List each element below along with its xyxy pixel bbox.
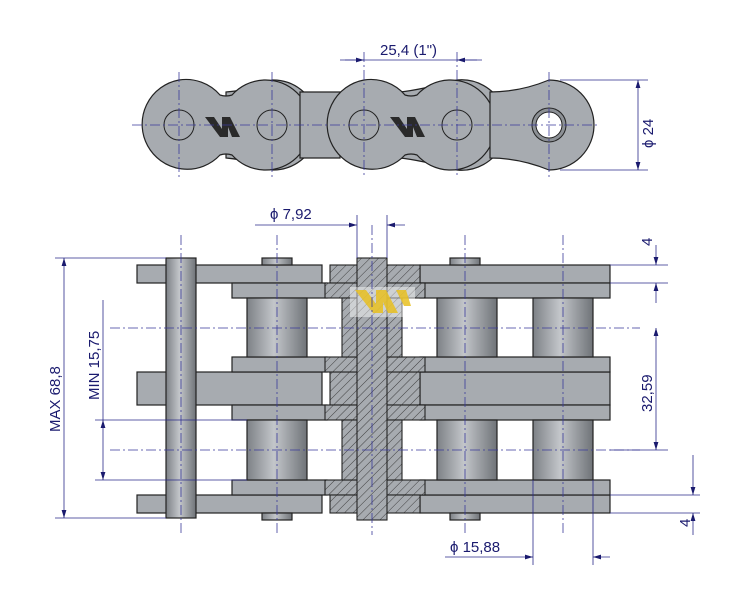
- w-logo-icon: [390, 117, 425, 137]
- chain-top-view: ϕ 7,92 4 32,59 4 MAX 68,8 MIN 15,75 ϕ 15…: [47, 206, 700, 565]
- roller-diameter-label: ϕ 15,88: [450, 539, 500, 556]
- transverse-pitch-label: 32,59: [639, 374, 656, 412]
- inner-plate: [231, 282, 328, 299]
- inner-plate: [419, 404, 611, 421]
- top-plate-thickness-label: 4: [639, 238, 656, 246]
- outer-plate: [136, 264, 323, 284]
- max-width-label: MAX 68,8: [47, 366, 64, 432]
- chain-side-view: 25,4 (1") ϕ 24: [132, 42, 657, 178]
- w-logo-icon: [355, 290, 411, 313]
- bottom-plate-thickness-label: 4: [677, 519, 694, 527]
- plate-height-label: ϕ 24: [640, 119, 657, 148]
- inner-plate: [419, 479, 611, 496]
- inner-plate: [419, 282, 611, 299]
- inner-plate: [419, 356, 611, 373]
- min-width-label: MIN 15,75: [86, 331, 103, 400]
- outer-plate: [419, 264, 611, 284]
- pin-diameter-label: ϕ 7,92: [270, 206, 312, 223]
- middle-plate: [419, 371, 611, 406]
- inner-plate: [231, 356, 328, 373]
- outer-plate: [136, 494, 323, 514]
- outer-plate: [419, 494, 611, 514]
- w-logo-icon: [205, 117, 240, 137]
- middle-plate: [136, 371, 323, 406]
- roller: [436, 297, 498, 358]
- pitch-label: 25,4 (1"): [380, 42, 437, 59]
- inner-plate: [231, 404, 328, 421]
- inner-plate: [231, 479, 328, 496]
